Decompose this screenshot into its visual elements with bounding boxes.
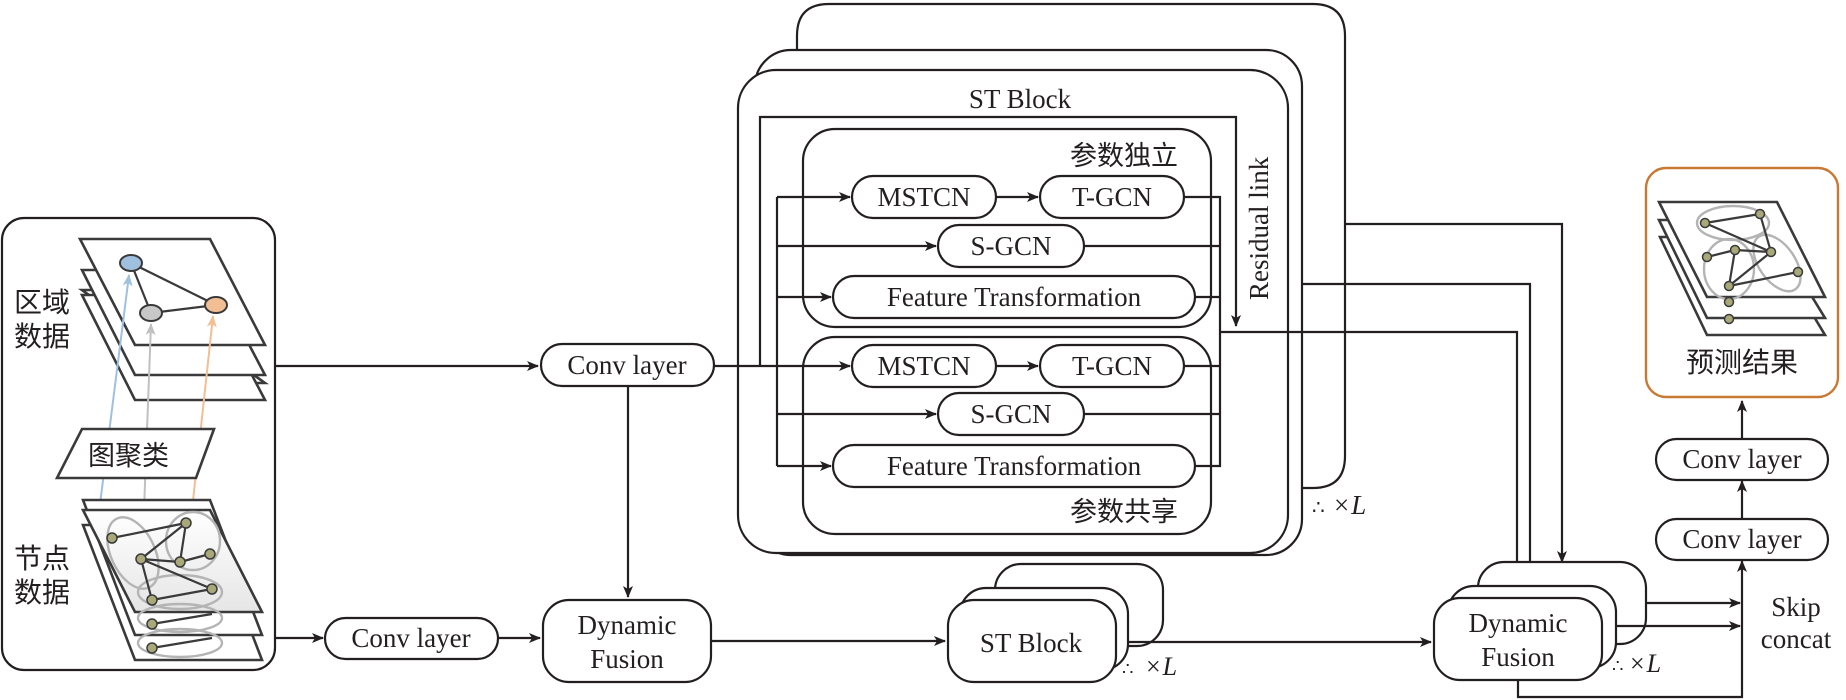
- output-conv-1-label: Conv layer: [1682, 524, 1801, 554]
- st-middle-out-arrow: [1302, 282, 1535, 586]
- residual-link-label: Residual link: [1244, 156, 1274, 300]
- bottom-conv-label: Conv layer: [351, 623, 470, 653]
- top-conv-label: Conv layer: [567, 350, 686, 380]
- feature-transformation-shared[interactable]: Feature Transformation: [831, 443, 1197, 489]
- shared-group-label: 参数共享: [1070, 497, 1178, 528]
- dynamic-fusion-1-line1: Dynamic: [578, 610, 677, 640]
- dynamic-fusion-2-repeat: ×L: [1630, 649, 1661, 678]
- sgcn-independent-label: S-GCN: [970, 231, 1051, 261]
- node-label-line2: 数据: [14, 576, 70, 609]
- input-panel: 区域 数据 图聚类: [0, 216, 277, 672]
- feature-shared-label: Feature Transformation: [887, 451, 1142, 481]
- node-data-graph: [80, 498, 265, 662]
- st-block-title: ST Block: [969, 84, 1072, 114]
- dynamic-fusion-1[interactable]: Dynamic Fusion: [541, 598, 713, 684]
- independent-group-label: 参数独立: [1070, 141, 1178, 172]
- skip-main-arrow: [1516, 560, 1747, 699]
- sgcn-independent[interactable]: S-GCN: [936, 223, 1086, 269]
- tgcn-independent[interactable]: T-GCN: [1038, 174, 1186, 220]
- prediction-graph: [1656, 200, 1828, 337]
- dynamic-fusion-2-line2: Fusion: [1481, 642, 1555, 672]
- region-node-orange: [204, 296, 228, 314]
- st-block-small[interactable]: ST Block ∴ ×L: [946, 562, 1177, 684]
- mstcn-independent-label: MSTCN: [877, 182, 970, 212]
- dynamic-fusion-2[interactable]: Dynamic Fusion ∴ ×L: [1432, 560, 1661, 682]
- sgcn-shared-label: S-GCN: [970, 399, 1051, 429]
- st-block-small-repeat: ×L: [1146, 652, 1177, 681]
- tgcn-independent-label: T-GCN: [1072, 182, 1152, 212]
- region-data-graph: [77, 237, 270, 402]
- skip-label-line1: Skip: [1771, 592, 1821, 622]
- sgcn-shared[interactable]: S-GCN: [936, 391, 1086, 437]
- region-label-line1: 区域: [14, 286, 70, 319]
- residual-link-arrow: [758, 115, 1241, 366]
- tgcn-shared-label: T-GCN: [1072, 351, 1152, 381]
- mstcn-shared[interactable]: MSTCN: [850, 343, 998, 389]
- top-conv-layer[interactable]: Conv layer: [539, 342, 716, 388]
- dynamic-fusion-2-line1: Dynamic: [1469, 608, 1568, 638]
- feature-independent-label: Feature Transformation: [887, 282, 1142, 312]
- region-node-blue: [119, 254, 143, 272]
- st-block-detail: ST Block Residual link 参数独立 参数共享 MSTCN T…: [714, 2, 1366, 557]
- st-block-small-label: ST Block: [980, 628, 1083, 658]
- output-conv-layer-1[interactable]: Conv layer: [1654, 517, 1830, 562]
- prediction-label: 预测结果: [1686, 346, 1798, 379]
- dynamic-fusion-2-ellipsis: ∴: [1612, 656, 1623, 676]
- skip-label-line2: concat: [1761, 624, 1832, 654]
- region-label-line2: 数据: [14, 320, 70, 353]
- mstcn-independent[interactable]: MSTCN: [850, 174, 998, 220]
- feature-transformation-independent[interactable]: Feature Transformation: [831, 274, 1197, 320]
- prediction-panel: 预测结果: [1644, 166, 1840, 399]
- st-block-ellipsis: ∴: [1312, 497, 1325, 519]
- mstcn-shared-label: MSTCN: [877, 351, 970, 381]
- dynamic-fusion-1-line2: Fusion: [590, 644, 664, 674]
- bottom-conv-layer[interactable]: Conv layer: [323, 616, 500, 661]
- st-block-small-ellipsis: ∴: [1122, 659, 1133, 679]
- graph-clustering-shape: [54, 427, 216, 480]
- st-front-out-arrow: [1220, 330, 1522, 586]
- node-label-line1: 节点: [14, 542, 70, 575]
- graph-clustering-label: 图聚类: [88, 441, 169, 472]
- output-conv-layer-2[interactable]: Conv layer: [1654, 437, 1830, 482]
- tgcn-shared[interactable]: T-GCN: [1038, 343, 1186, 389]
- region-node-gray: [139, 304, 163, 322]
- st-block-repeat: ×L: [1334, 490, 1366, 520]
- st-back-out-arrow: [1345, 222, 1567, 563]
- output-conv-2-label: Conv layer: [1682, 444, 1801, 474]
